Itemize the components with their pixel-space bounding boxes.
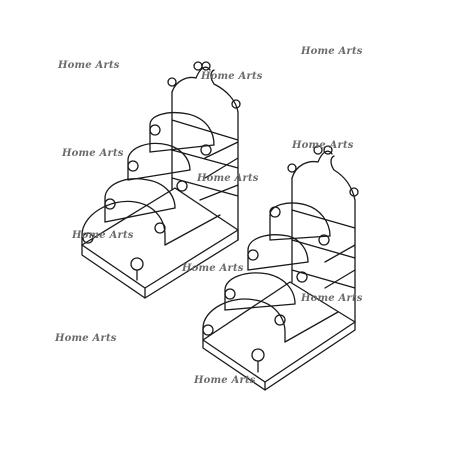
right-wire-stand: [202, 145, 359, 391]
left-wire-stand: [81, 61, 241, 299]
